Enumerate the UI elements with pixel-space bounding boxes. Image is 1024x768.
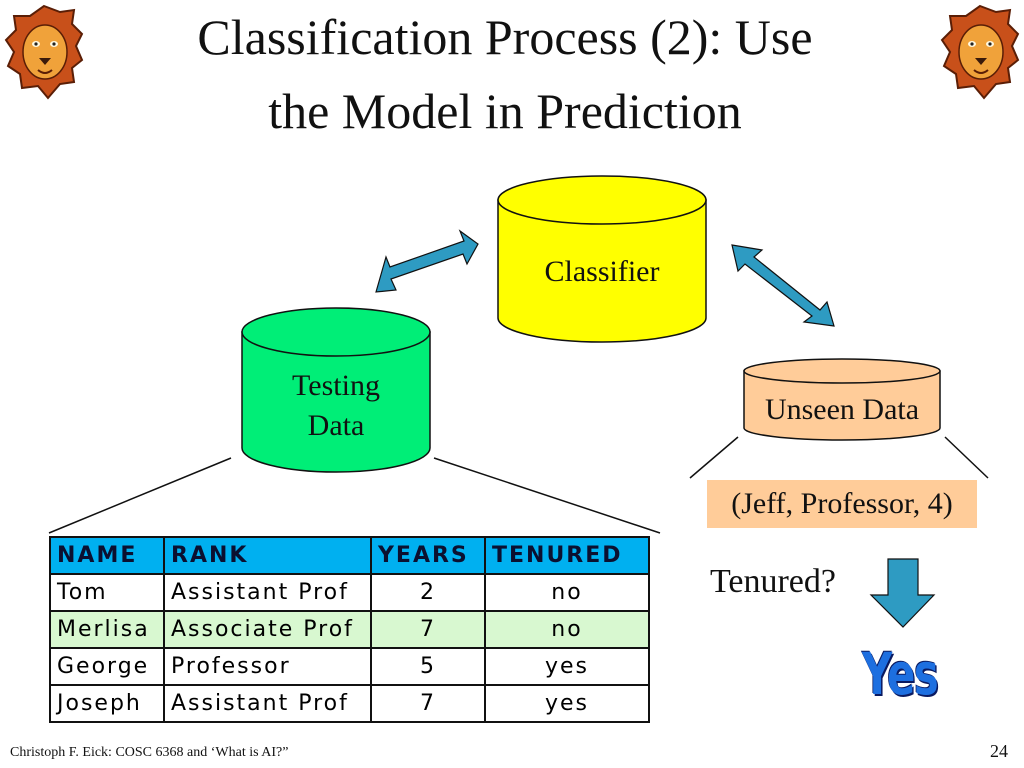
header-rank: RANK <box>163 536 372 575</box>
cell-years: 2 <box>370 573 486 612</box>
cell-name: George <box>49 647 165 686</box>
cell-years: 7 <box>370 684 486 723</box>
slide-footer: Christoph F. Eick: COSC 6368 and ‘What i… <box>10 745 289 760</box>
lion-logo-icon <box>4 4 84 100</box>
connector-line <box>433 457 661 534</box>
cell-tenured: no <box>484 610 650 649</box>
cell-name: Joseph <box>49 684 165 723</box>
cell-tenured: yes <box>484 647 650 686</box>
testing-data-label: Testing Data <box>242 366 430 446</box>
cell-rank: Assistant Prof <box>163 573 372 612</box>
cell-rank: Professor <box>163 647 372 686</box>
cell-tenured: no <box>484 573 650 612</box>
table-header-row: NAME RANK YEARS TENURED <box>49 536 650 575</box>
page-number: 24 <box>990 741 1008 761</box>
table-row: Joseph Assistant Prof 7 yes <box>49 684 650 723</box>
classifier-label: Classifier <box>544 255 660 288</box>
cell-name: Tom <box>49 573 165 612</box>
testing-data-table: NAME RANK YEARS TENURED Tom Assistant Pr… <box>49 536 650 723</box>
cell-tenured: yes <box>484 684 650 723</box>
connector-line <box>944 436 989 479</box>
classifier-cylinder <box>497 175 707 343</box>
yes-answer: Yes <box>862 640 939 708</box>
double-arrow-icon <box>731 244 835 327</box>
lion-logo-icon <box>940 4 1020 100</box>
unseen-data-label: Unseen Data <box>764 393 920 426</box>
table-row: Merlisa Associate Prof 7 no <box>49 610 650 649</box>
connector-line <box>689 436 739 479</box>
double-arrow-icon <box>375 229 479 293</box>
header-tenured: TENURED <box>484 536 650 575</box>
cell-rank: Assistant Prof <box>163 684 372 723</box>
title-line-2: the Model in Prediction <box>268 83 742 139</box>
header-name: NAME <box>49 536 165 575</box>
table-row: Tom Assistant Prof 2 no <box>49 573 650 612</box>
slide-title: Classification Process (2): Use the Mode… <box>100 0 910 148</box>
down-arrow-icon <box>869 558 936 628</box>
unseen-data-cylinder <box>743 358 941 441</box>
cell-name: Merlisa <box>49 610 165 649</box>
title-line-1: Classification Process (2): Use <box>197 9 813 65</box>
table-row: George Professor 5 yes <box>49 647 650 686</box>
testing-data-cylinder <box>241 307 431 473</box>
header-years: YEARS <box>370 536 486 575</box>
unseen-tuple: (Jeff, Professor, 4) <box>707 480 977 528</box>
connector-line <box>48 457 232 534</box>
testing-data-label-line-1: Testing <box>292 369 380 402</box>
cell-rank: Associate Prof <box>163 610 372 649</box>
tenured-question: Tenured? <box>710 563 836 600</box>
cell-years: 7 <box>370 610 486 649</box>
cell-years: 5 <box>370 647 486 686</box>
testing-data-label-line-2: Data <box>307 409 365 442</box>
